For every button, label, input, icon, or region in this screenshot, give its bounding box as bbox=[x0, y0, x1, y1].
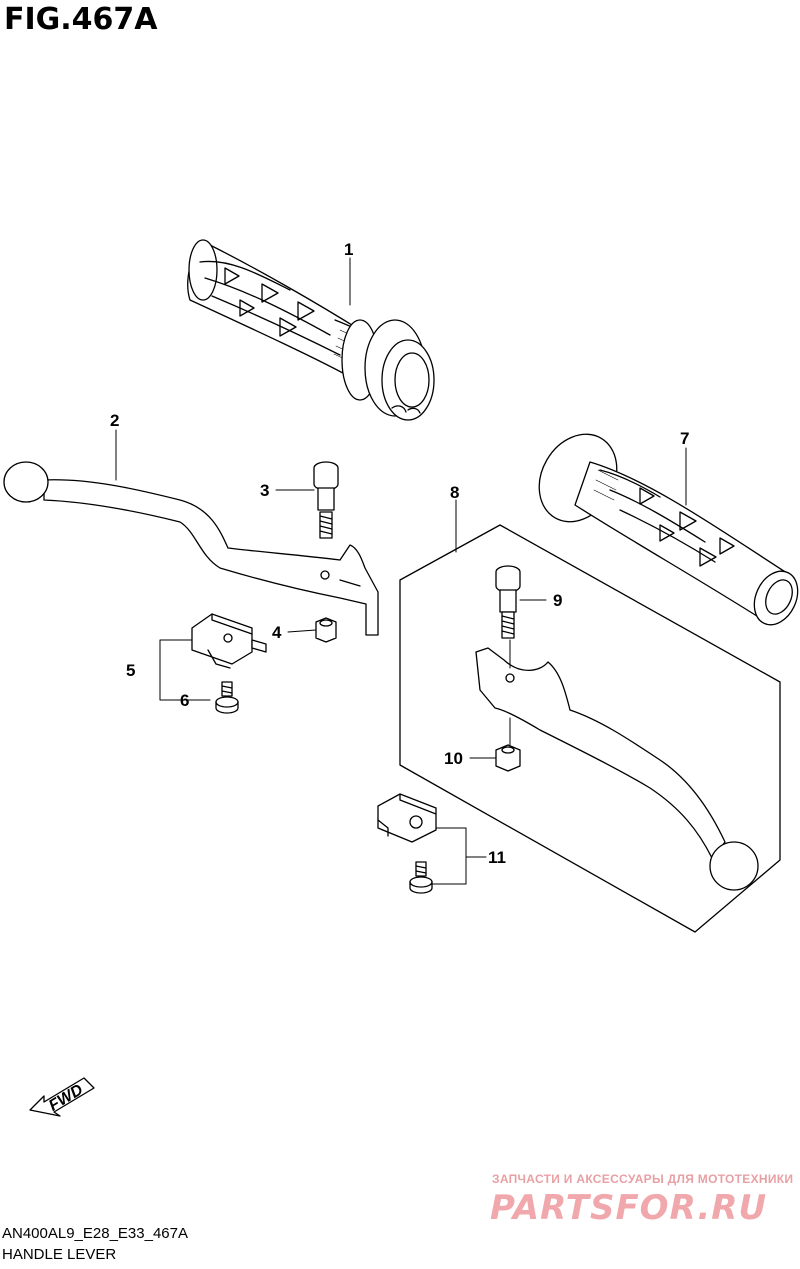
section-name: HANDLE LEVER bbox=[2, 1246, 117, 1263]
figure-title: FIG.467A bbox=[4, 2, 158, 37]
nut-right-part bbox=[315, 617, 337, 643]
callout-8: 8 bbox=[450, 483, 459, 502]
watermark-tagline: ЗАПЧАСТИ И АКСЕССУАРЫ ДЛЯ МОТОТЕХНИКИ bbox=[492, 1172, 794, 1186]
callout-6: 6 bbox=[180, 691, 189, 710]
callout-11: 11 bbox=[488, 848, 506, 867]
grip-left-part bbox=[538, 433, 799, 626]
lever-assembly-box bbox=[399, 524, 781, 933]
clutch-switch-left-part bbox=[377, 793, 437, 843]
pivot-bolt-left-part bbox=[495, 565, 521, 639]
callout-2: 2 bbox=[110, 411, 119, 430]
brake-switch-right-part bbox=[191, 613, 267, 669]
callout-7: 7 bbox=[680, 429, 689, 448]
model-code: AN400AL9_E28_E33_467A bbox=[2, 1225, 188, 1242]
screw-left-part bbox=[409, 861, 433, 894]
callout-5: 5 bbox=[126, 661, 135, 680]
leader-lines bbox=[115, 257, 687, 885]
pivot-bolt-right-part bbox=[313, 461, 339, 539]
callout-1: 1 bbox=[344, 240, 353, 259]
nut-left-part bbox=[495, 744, 521, 772]
watermark-logo: PARTSFOR.RU bbox=[490, 1188, 768, 1228]
clutch-lever-left-part bbox=[475, 647, 759, 891]
screw-right-part bbox=[215, 681, 239, 714]
fwd-arrow bbox=[29, 1077, 95, 1117]
callout-10: 10 bbox=[444, 749, 463, 768]
callout-4: 4 bbox=[272, 623, 282, 642]
grip-right-part bbox=[187, 239, 435, 421]
callout-3: 3 bbox=[260, 481, 269, 500]
brake-lever-right-part bbox=[3, 461, 379, 636]
callout-9: 9 bbox=[553, 591, 562, 610]
